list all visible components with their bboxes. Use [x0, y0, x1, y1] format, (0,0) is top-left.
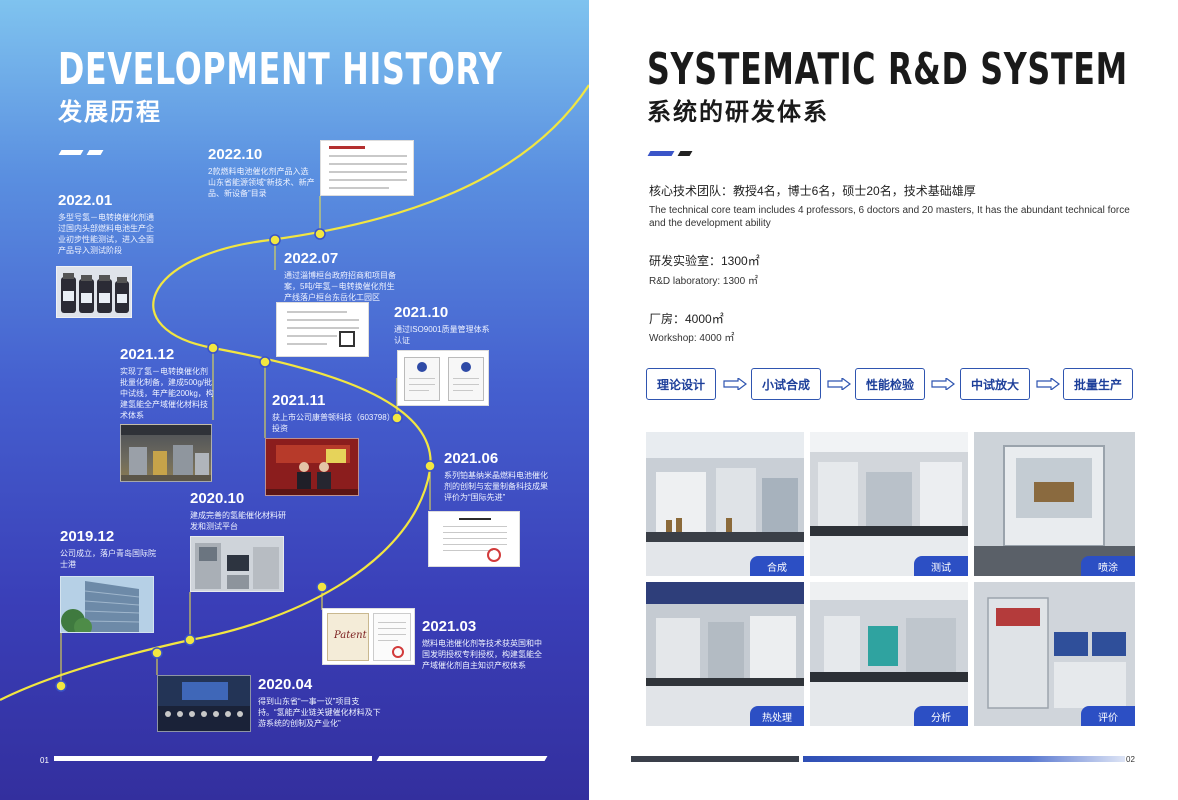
- rd-title: SYSTEMATIC R&D SYSTEM: [647, 44, 1128, 95]
- arrow-right-icon: [827, 378, 851, 390]
- event-2021-11: 2021.11 获上市公司康普顿科技（603798）投资: [272, 392, 396, 434]
- page-number: 01: [40, 756, 49, 765]
- event-2021-03: 2021.03 燃料电池催化剂等技术获英国和中国发明授权专利授权，构建氢能全产域…: [422, 618, 546, 671]
- footer-bar: [54, 756, 372, 761]
- lab-photo-synthesis: 合成: [646, 432, 804, 576]
- patent-certificate-image: Patent: [322, 608, 415, 665]
- page-number: 02: [1126, 755, 1135, 764]
- event-2021-12: 2021.12 实现了氢－电转换催化剂批量化制备，建成500g/批中试线，年产能…: [120, 346, 214, 421]
- factory-cn: 厂房：4000㎡: [649, 312, 724, 326]
- pilot-line-photo: [120, 424, 212, 482]
- event-2021-06: 2021.06 系列铂基纳米晶燃料电池催化剂的创制与宏量制备科技成果评价为“国际…: [444, 450, 548, 503]
- title-dash: [647, 151, 675, 156]
- iso-certificate-image: [397, 350, 489, 406]
- lab-label: 分析: [914, 706, 968, 726]
- lab-label: 喷涂: [1081, 556, 1135, 576]
- event-2021-10: 2021.10 通过ISO9001质量管理体系认证: [394, 304, 494, 346]
- arrow-right-icon: [1036, 378, 1060, 390]
- evaluation-certificate-image: [428, 511, 520, 567]
- event-desc: 通过淄博桓台政府招商和项目备案，5吨/年氢－电转换催化剂生产线落户桓台东岳化工园…: [284, 271, 396, 302]
- history-title: DEVELOPMENT HISTORY: [58, 44, 503, 95]
- test-platform-photo: [190, 536, 284, 592]
- development-history-panel: DEVELOPMENT HISTORY 发展历程: [0, 0, 589, 800]
- event-year: 2022.07: [284, 250, 339, 267]
- project-document-image: [276, 302, 369, 357]
- rd-subtitle: 系统的研发体系: [647, 99, 829, 126]
- step-theory-design: 理论设计: [646, 368, 716, 400]
- footer-bar: [803, 756, 1125, 762]
- event-year: 2022.10: [208, 146, 263, 163]
- lab-photo-testing: 测试: [810, 432, 968, 576]
- step-small-synthesis: 小试合成: [751, 368, 821, 400]
- title-dash: [677, 151, 693, 156]
- event-year: 2021.06: [444, 450, 499, 467]
- lab-photo-analysis: 分析: [810, 582, 968, 726]
- footer-bar: [631, 756, 799, 762]
- product-bottles-image: [56, 266, 132, 318]
- office-building-photo: [60, 576, 154, 633]
- event-desc: 获上市公司康普顿科技（603798）投资: [272, 413, 395, 433]
- event-desc: 2款燃料电池催化剂产品入选山东省能源领域“新技术、新产品、新设备”目录: [208, 167, 315, 198]
- lab-label: 测试: [914, 556, 968, 576]
- event-year: 2020.10: [190, 490, 245, 507]
- event-desc: 实现了氢－电转换催化剂批量化制备，建成500g/批中试线，年产能200kg，构建…: [120, 367, 214, 420]
- event-year: 2021.10: [394, 304, 449, 321]
- step-performance-test: 性能检验: [855, 368, 925, 400]
- footer-bar: [376, 756, 548, 761]
- event-2022-07: 2022.07 通过淄博桓台政府招商和项目备案，5吨/年氢－电转换催化剂生产线落…: [284, 250, 402, 303]
- event-year: 2021.12: [120, 346, 175, 363]
- event-desc: 得到山东省“一事一议”项目支持。“氢能产业链关键催化材料及下游系统的创制及产业化…: [258, 697, 381, 728]
- event-desc: 多型号氢－电转换催化剂通过国内头部燃料电池生产企业初步性能测试，进入全面产品导入…: [58, 213, 154, 255]
- step-mass-production: 批量生产: [1063, 368, 1133, 400]
- event-desc: 公司成立，落户青岛国际院士港: [60, 549, 156, 569]
- event-2022-01: 2022.01 多型号氢－电转换催化剂通过国内头部燃料电池生产企业初步性能测试，…: [58, 192, 158, 256]
- event-year: 2021.11: [272, 392, 326, 409]
- event-2020-10: 2020.10 建成完善的氢能催化材料研发和测试平台: [190, 490, 290, 532]
- event-desc: 通过ISO9001质量管理体系认证: [394, 325, 490, 345]
- arrow-right-icon: [723, 378, 747, 390]
- factory-en: Workshop: 4000 ㎡: [649, 333, 735, 344]
- lab-en: R&D laboratory: 1300 ㎡: [649, 276, 758, 287]
- arrow-right-icon: [931, 378, 955, 390]
- event-desc: 系列铂基纳米晶燃料电池催化剂的创制与宏量制备科技成果评价为“国际先进”: [444, 471, 548, 502]
- investment-signing-photo: [265, 438, 359, 496]
- event-2020-04: 2020.04 得到山东省“一事一议”项目支持。“氢能产业链关键催化材料及下游系…: [258, 676, 382, 729]
- step-pilot-scale: 中试放大: [960, 368, 1030, 400]
- event-2019-12: 2019.12 公司成立，落户青岛国际院士港: [60, 528, 156, 570]
- lab-label: 合成: [750, 556, 804, 576]
- lab-photo-heat-treatment: 热处理: [646, 582, 804, 726]
- history-subtitle: 发展历程: [58, 99, 162, 126]
- lab-photo-spraying: 喷涂: [974, 432, 1135, 576]
- lab-cn: 研发实验室：1300㎡: [649, 254, 760, 268]
- meeting-photo: [157, 675, 251, 732]
- event-year: 2021.03: [422, 618, 477, 635]
- lab-label: 热处理: [750, 706, 804, 726]
- event-year: 2019.12: [60, 528, 115, 545]
- certificate-image: [320, 140, 414, 196]
- timeline-path: [0, 84, 589, 701]
- event-desc: 建成完善的氢能催化材料研发和测试平台: [190, 511, 286, 531]
- rd-system-panel: SYSTEMATIC R&D SYSTEM 系统的研发体系 核心技术团队：教授4…: [589, 0, 1178, 800]
- lab-label: 评价: [1081, 706, 1135, 726]
- team-en: The technical core team includes 4 profe…: [649, 205, 1130, 229]
- team-cn: 核心技术团队：教授4名，博士6名，硕士20名，技术基础雄厚: [649, 184, 976, 198]
- event-year: 2020.04: [258, 676, 313, 693]
- event-year: 2022.01: [58, 192, 113, 209]
- event-2022-10: 2022.10 2款燃料电池催化剂产品入选山东省能源领域“新技术、新产品、新设备…: [208, 146, 316, 199]
- lab-photo-evaluation: 评价: [974, 582, 1135, 726]
- event-desc: 燃料电池催化剂等技术获英国和中国发明授权专利授权，构建氢能全产域催化剂自主知识产…: [422, 639, 542, 670]
